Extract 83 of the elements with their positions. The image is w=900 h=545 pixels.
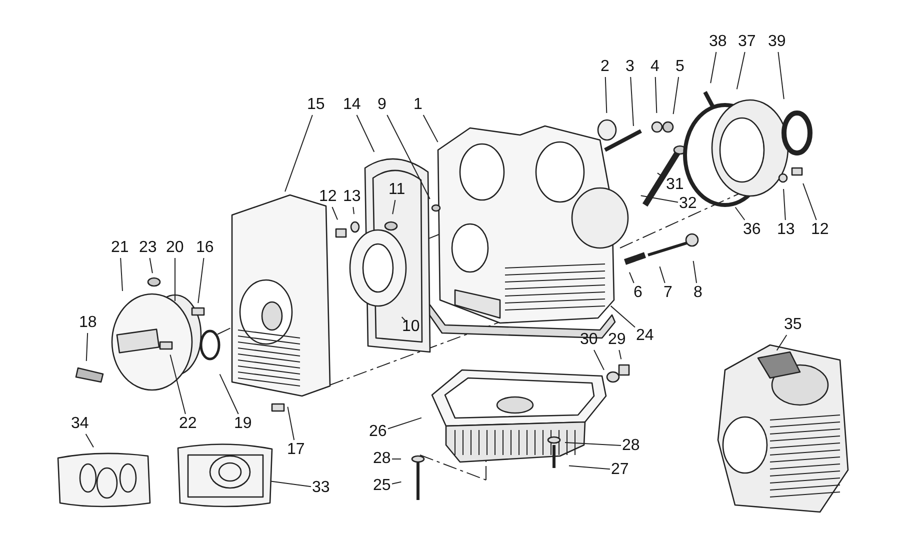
callout-number: 6 <box>634 284 642 302</box>
callout-number: 14 <box>343 96 361 114</box>
leader-line <box>86 332 88 362</box>
leader-line <box>618 350 622 360</box>
callout-number: 11 <box>388 181 406 199</box>
callout-number: 18 <box>79 314 97 332</box>
leader-line <box>640 195 678 203</box>
callout-number: 38 <box>709 33 727 51</box>
leader-line <box>776 334 788 351</box>
callout-number: 20 <box>166 239 184 257</box>
callout-number: 27 <box>611 461 629 479</box>
leader-line <box>174 258 176 302</box>
leader-line <box>610 305 636 328</box>
callout-number: 24 <box>636 327 654 345</box>
leader-line <box>392 200 396 215</box>
callout-number: 21 <box>111 239 129 257</box>
callout-number: 34 <box>71 415 89 433</box>
callout-number: 2 <box>600 58 610 76</box>
callout-number: 9 <box>378 96 386 114</box>
leader-line <box>656 172 666 179</box>
leader-line <box>568 465 610 470</box>
leader-line <box>401 316 407 322</box>
callout-number: 32 <box>679 195 697 213</box>
leader-line <box>392 481 402 484</box>
callout-number: 36 <box>743 221 761 239</box>
callout-number: 15 <box>307 96 325 114</box>
leader-line <box>594 350 604 370</box>
leader-line <box>734 206 746 220</box>
leader-line <box>149 258 153 274</box>
callout-number: 22 <box>179 415 197 433</box>
callout-number: 13 <box>343 188 361 206</box>
leader-line <box>287 406 295 440</box>
leader-line <box>392 458 402 460</box>
callout-number: 39 <box>768 33 786 51</box>
leader-line <box>85 434 94 448</box>
callout-number: 33 <box>312 479 330 497</box>
leader-line <box>802 182 817 220</box>
callout-number: 28 <box>622 437 640 455</box>
callout-number: 12 <box>319 188 337 206</box>
leader-line <box>170 354 186 414</box>
callout-number: 25 <box>373 477 391 495</box>
leader-line <box>783 188 786 220</box>
leader-line <box>672 76 680 115</box>
leader-line <box>659 266 666 284</box>
callout-number: 17 <box>287 441 305 459</box>
leader-line <box>332 206 338 220</box>
leader-line <box>630 76 634 127</box>
callout-number: 10 <box>402 318 420 336</box>
callout-number: 4 <box>650 58 660 76</box>
leader-line <box>356 114 375 152</box>
leader-line <box>710 52 717 84</box>
callout-number: 12 <box>811 221 829 239</box>
callout-number: 28 <box>373 450 391 468</box>
callout-number: 29 <box>608 331 626 349</box>
callout-number: 31 <box>666 176 684 194</box>
leader-line <box>388 417 422 430</box>
callout-number: 1 <box>414 96 422 114</box>
callout-number: 37 <box>738 33 756 51</box>
leader-line <box>628 272 634 284</box>
callout-number: 13 <box>777 221 795 239</box>
leader-line <box>284 114 313 192</box>
callout-number: 16 <box>196 239 214 257</box>
leader-line <box>219 374 239 414</box>
leader-line <box>564 442 622 446</box>
leader-line <box>386 114 430 200</box>
callout-number: 23 <box>139 239 157 257</box>
leader-line <box>352 206 354 215</box>
callout-number: 35 <box>784 316 802 334</box>
leader-line <box>198 258 204 304</box>
callout-number: 3 <box>626 58 634 76</box>
callout-number: 26 <box>369 423 387 441</box>
callout-number: 19 <box>234 415 252 433</box>
leader-line <box>654 76 658 114</box>
leader-line <box>736 52 746 90</box>
leader-line <box>692 260 698 284</box>
callout-number: 7 <box>664 284 672 302</box>
leader-line <box>270 480 312 488</box>
leader-line <box>422 114 438 143</box>
leader-line <box>778 52 784 100</box>
leader-line <box>604 76 608 114</box>
leader-line <box>120 258 123 292</box>
callout-number: 5 <box>676 58 684 76</box>
callout-number: 8 <box>694 284 702 302</box>
